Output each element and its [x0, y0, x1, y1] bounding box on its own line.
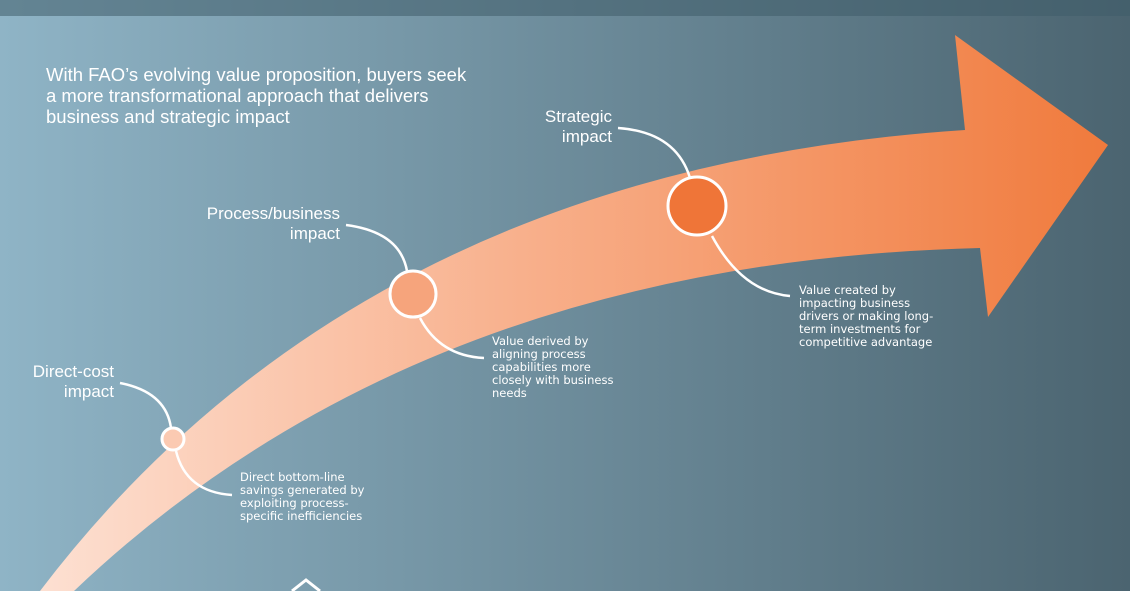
connector-process-business-title	[345, 223, 409, 272]
stage-description-line: exploiting process-	[240, 496, 349, 510]
stage-description-line: specific inefficiencies	[240, 509, 363, 523]
stage-title-line: Process/business	[206, 204, 340, 223]
stage-title-line: impact	[561, 127, 612, 146]
stage-description-strategic: Value created by impacting business driv…	[799, 284, 933, 349]
stage-description-line: competitive advantage	[799, 335, 933, 349]
connector-direct-cost-title	[119, 381, 173, 429]
stage-description-line: Value created by	[799, 283, 896, 297]
stage-title-process-business: Process/business impact	[207, 204, 340, 244]
stage-title-strategic: Strategic impact	[545, 107, 612, 147]
stage-description-process-business: Value derived by aligning process capabi…	[492, 335, 613, 400]
stage-description-line: Direct bottom-line	[240, 470, 345, 484]
stage-marker-direct-cost	[160, 426, 186, 452]
stage-description-line: capabilities more	[492, 360, 591, 374]
stage-title-line: impact	[63, 382, 114, 401]
intro-text: With FAO’s evolving value proposition, b…	[46, 64, 467, 127]
title-bar-strip	[0, 0, 1130, 16]
stage-marker-process-business	[388, 269, 438, 319]
connector-direct-cost-desc	[174, 450, 233, 497]
stage-marker-strategic	[666, 175, 728, 237]
stage-description-line: needs	[492, 386, 527, 400]
stage-description-line: savings generated by	[240, 483, 365, 497]
stage-description-line: drivers or making long-	[799, 309, 934, 323]
stage-description-line: Value derived by	[492, 334, 589, 348]
connector-strategic-desc	[710, 235, 791, 298]
stage-description-line: impacting business	[799, 296, 911, 310]
stage-description-line: aligning process	[492, 347, 586, 361]
stage-title-line: Strategic	[544, 107, 612, 126]
stage-title-direct-cost: Direct-cost impact	[33, 362, 114, 402]
arrow-base-chevron	[291, 578, 321, 591]
growth-arrow	[40, 35, 1108, 591]
connector-process-business-desc	[418, 317, 485, 360]
stage-title-line: impact	[289, 224, 340, 243]
stage-description-line: closely with business	[492, 373, 614, 387]
stage-description-direct-cost: Direct bottom-line savings generated by …	[240, 471, 364, 523]
stage-title-line: Direct-cost	[32, 362, 114, 381]
stage-description-line: term investments for	[799, 322, 921, 336]
connector-strategic-title	[617, 126, 692, 179]
